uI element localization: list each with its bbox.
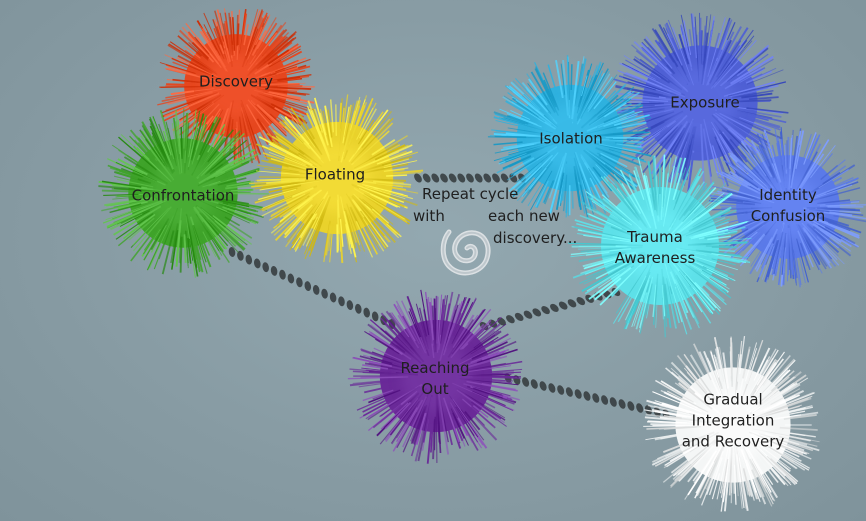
cycle-note-line1: Repeat cycle [422, 185, 519, 203]
connector-confrontation-to-reaching-out [228, 247, 396, 329]
node-glow [203, 53, 269, 119]
node-floating [249, 94, 424, 263]
node-fur [98, 108, 269, 278]
node-isolation-label: Isolation [539, 129, 603, 148]
connector-reaching-out-to-gradual-integration [504, 373, 670, 419]
node-gradual-integration [643, 336, 820, 512]
node-confrontation-label: Confrontation [131, 186, 235, 205]
node-gradual-integration-label: Gradual Integration and Recovery [681, 390, 785, 451]
cycle-note-line2b: each new [488, 207, 560, 225]
node-glow [755, 174, 821, 240]
spiral-icon [440, 229, 491, 276]
node-trauma-awareness [568, 154, 752, 338]
nodes-layer [98, 8, 866, 512]
node-identity-confusion [708, 127, 866, 288]
cycle-note-line2a: with [413, 207, 445, 225]
node-isolation [487, 55, 652, 220]
node-discovery-label: Discovery [198, 72, 274, 91]
node-glow [400, 340, 472, 412]
node-exposure [610, 12, 789, 192]
node-glow [623, 209, 697, 283]
node-exposure-label: Exposure [670, 93, 740, 112]
node-glow [148, 158, 218, 228]
node-identity-confusion-label: Identity Confusion [750, 186, 826, 225]
node-fur [347, 289, 523, 464]
node-discovery [157, 8, 315, 168]
node-glow [301, 142, 373, 214]
node-glow [697, 389, 769, 461]
cycle-note-line3: discovery... [493, 229, 578, 247]
node-glow [536, 104, 604, 172]
node-confrontation [98, 108, 269, 278]
node-glow [664, 67, 736, 139]
node-reaching-out [347, 289, 523, 464]
node-reaching-out-label: Reaching Out [400, 359, 470, 398]
node-trauma-awareness-label: Trauma Awareness [614, 228, 696, 267]
node-fur [610, 12, 789, 192]
node-floating-label: Floating [304, 165, 366, 184]
